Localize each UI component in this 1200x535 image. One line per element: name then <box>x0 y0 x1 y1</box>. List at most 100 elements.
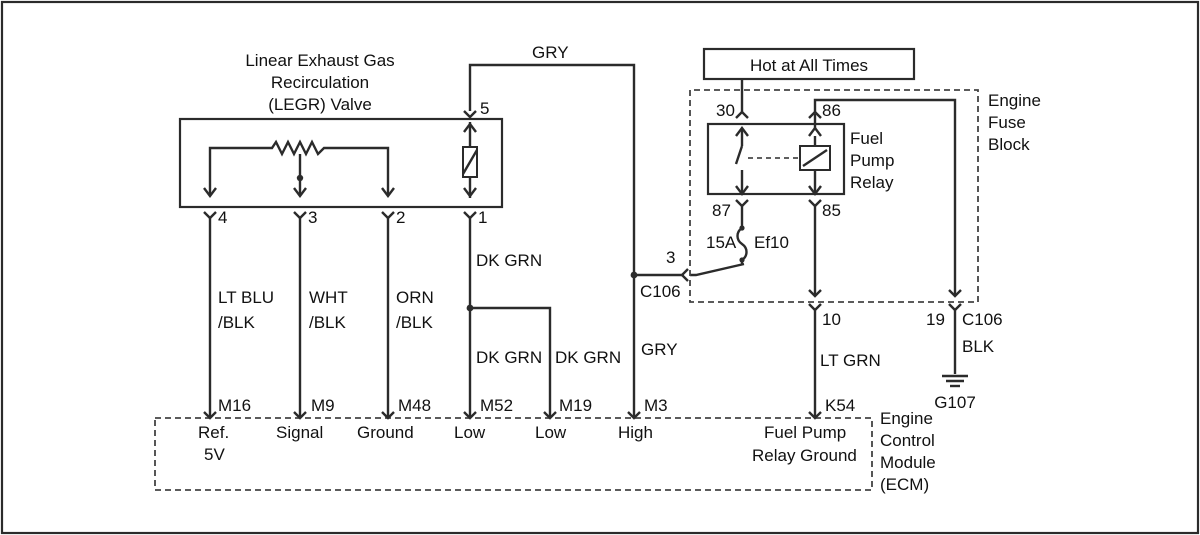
relay-pin-85-label: 85 <box>822 201 841 220</box>
wire-lt-grn-label: LT GRN <box>820 351 881 370</box>
relay-pin-87-label: 87 <box>712 201 731 220</box>
legr-valve-title-line1: Linear Exhaust Gas <box>245 51 394 70</box>
splice-dot <box>466 304 474 312</box>
ecm-boundary <box>154 417 873 491</box>
fuse-block-label-line1: Engine <box>988 91 1041 110</box>
legr-valve-body <box>178 117 504 209</box>
ecm-pin-k54-id: K54 <box>825 396 855 415</box>
ecm-pin-m19-label: Low <box>535 423 567 442</box>
wire-gry-branch: 3 C106 <box>630 248 745 301</box>
ecm-pin-k54: K54 Fuel Pump Relay Ground <box>752 396 857 465</box>
ground-icon <box>942 374 968 388</box>
splice-dot-gry <box>630 271 638 279</box>
wire-dk-grn: DK GRN DK GRN DK GRN <box>466 218 621 418</box>
fuse-ef10: 15A Ef10 <box>706 206 789 264</box>
legr-valve-title-line2: Recirculation <box>271 73 369 92</box>
c106-pin-10-label: 10 <box>822 310 841 329</box>
relay-switch-icon <box>734 126 800 196</box>
legr-valve: Linear Exhaust Gas Recirculation (LEGR) … <box>178 51 504 209</box>
ground-label: G107 <box>934 393 976 412</box>
wire-lt-grn: LT GRN <box>808 206 881 418</box>
wire-orn-label-line1: ORN <box>396 288 434 307</box>
ecm-pin-k54-label: Fuel Pump <box>764 423 846 442</box>
wire-orn-blk: ORN /BLK <box>386 218 434 418</box>
relay-pin-86-label: 86 <box>822 101 841 120</box>
wire-gry: GRY GRY <box>468 43 678 418</box>
wire-dk-grn-left-label: DK GRN <box>476 348 542 367</box>
power-source-box <box>702 47 916 81</box>
relay-pin-30-mark <box>735 110 749 119</box>
ecm-label-line2: Control <box>880 431 935 450</box>
ecm-pin-m16: M16 Ref. 5V <box>198 396 251 464</box>
wire-wht-blk: WHT /BLK <box>298 218 348 418</box>
ecm-label-line4: (ECM) <box>880 475 929 494</box>
ecm-pin-m52-id: M52 <box>480 396 513 415</box>
wire-dk-grn-upper-label: DK GRN <box>476 251 542 270</box>
ecm-pin-m52: M52 Low <box>454 396 513 442</box>
ground-g107: BLK G107 <box>934 303 995 412</box>
legr-pin-5: 5 <box>463 99 489 119</box>
c106-right-label: C106 <box>962 310 1003 329</box>
wire-blk-label: BLK <box>962 337 995 356</box>
ecm-pin-m3-label: High <box>618 423 653 442</box>
c106-pin-3-label: 3 <box>666 248 675 267</box>
fuel-pump-relay: Fuel Pump Relay 30 86 87 <box>706 101 894 220</box>
legr-pin-5-label: 5 <box>480 99 489 118</box>
fuse-block-label-line3: Block <box>988 135 1030 154</box>
legr-pin-3: 3 <box>293 208 317 227</box>
ecm-pin-m16-id: M16 <box>218 396 251 415</box>
ecm-pin-m48-id: M48 <box>398 396 431 415</box>
wire-gry-mid-label: GRY <box>641 340 678 359</box>
ecm-pin-m3: M3 High <box>618 396 668 442</box>
relay-coil-icon <box>799 114 831 196</box>
legr-pin-2: 2 <box>381 208 405 227</box>
c106-pin-19-label: 19 <box>926 310 945 329</box>
engine-fuse-block-label: Engine Fuse Block <box>988 91 1041 154</box>
relay-body <box>706 122 846 196</box>
fuse-block-label-line2: Fuse <box>988 113 1026 132</box>
c106-left-label: C106 <box>640 282 681 301</box>
power-source-label: Hot at All Times <box>750 56 868 75</box>
potentiometer-icon <box>203 139 395 198</box>
legr-pin-4-label: 4 <box>218 208 227 227</box>
ecm-pin-m52-label: Low <box>454 423 486 442</box>
ecm-pin-m16-label2: 5V <box>204 445 225 464</box>
ecm-label: Engine Control Module (ECM) <box>880 409 936 494</box>
ecm-label-line1: Engine <box>880 409 933 428</box>
ecm-pin-m48-label: Ground <box>357 423 414 442</box>
ecm-pin-m48: M48 Ground <box>357 396 431 442</box>
relay-label-line2: Pump <box>850 151 894 170</box>
ecm-pin-m9-id: M9 <box>311 396 335 415</box>
wire-gry-top-label: GRY <box>532 43 569 62</box>
legr-pin-1: 1 <box>463 208 487 227</box>
wire-orn-label-line2: /BLK <box>396 313 434 332</box>
power-source-hot-at-all-times: Hot at All Times <box>702 47 916 112</box>
ecm-pin-m19-id: M19 <box>559 396 592 415</box>
legr-pin-3-label: 3 <box>308 208 317 227</box>
c106-pin-19-upper-mark <box>948 289 962 298</box>
relay-label-line1: Fuel <box>850 129 883 148</box>
legr-pin-2-label: 2 <box>396 208 405 227</box>
wire-wht-label-line1: WHT <box>309 288 348 307</box>
wire-wht-label-line2: /BLK <box>309 313 347 332</box>
solenoid-icon <box>461 122 479 198</box>
wire-dk-grn-right-label: DK GRN <box>555 348 621 367</box>
relay-label-line3: Relay <box>850 173 894 192</box>
relay-pin-85-mark <box>808 199 822 208</box>
ecm-pin-m16-label: Ref. <box>198 423 229 442</box>
wire-lt-blu-label-line2: /BLK <box>218 313 256 332</box>
ecm-label-line3: Module <box>880 453 936 472</box>
fuse-name-label: Ef10 <box>754 233 789 252</box>
ecm-pin-m9-label: Signal <box>276 423 323 442</box>
wire-lt-blu-blk: LT BLU /BLK <box>208 218 274 418</box>
engine-fuse-block-boundary <box>689 89 979 303</box>
ecm-pin-m3-id: M3 <box>644 396 668 415</box>
ecm-pin-k54-label2: Relay Ground <box>752 446 857 465</box>
wire-relay-86-to-ground <box>813 98 957 296</box>
wire-lt-blu-label-line1: LT BLU <box>218 288 274 307</box>
legr-pin-4: 4 <box>203 208 227 227</box>
relay-pin-87-mark <box>735 199 749 208</box>
fuse-rating-label: 15A <box>706 233 737 252</box>
